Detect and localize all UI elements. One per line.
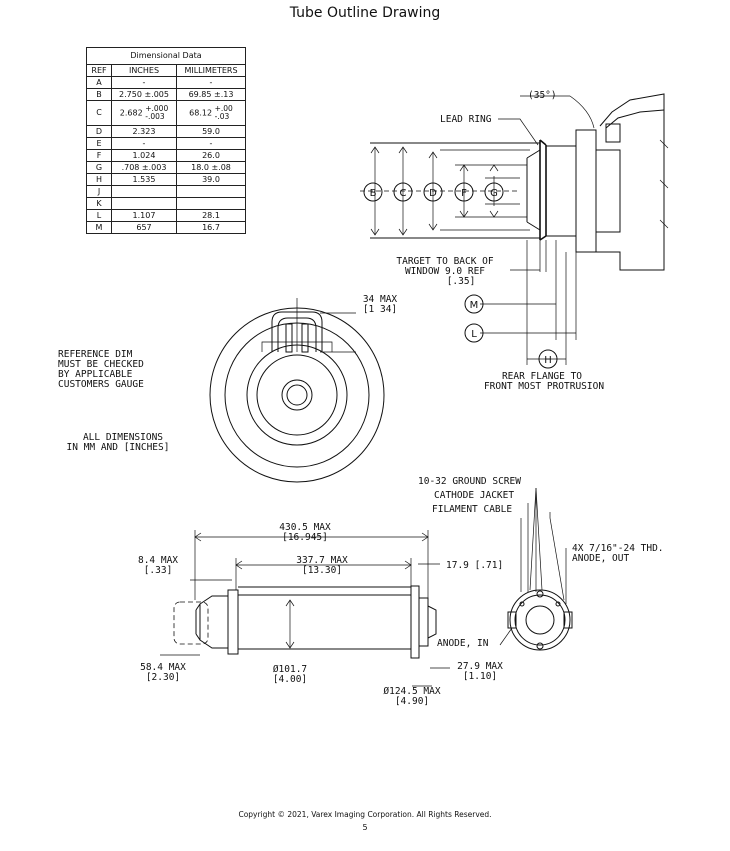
ring-b: B: [363, 182, 383, 202]
inches-cell: 2.682 +.000-.003: [111, 100, 177, 126]
ring-f: F: [454, 182, 474, 202]
page-title: Tube Outline Drawing: [289, 5, 441, 21]
target-label-2: WINDOW 9.0 REF: [405, 266, 485, 277]
tol-minus: -.003: [145, 112, 165, 121]
table-row: A--: [86, 76, 246, 89]
filament-cable-label: FILAMENT CABLE: [432, 504, 512, 515]
side-view-top: [360, 93, 669, 365]
ref-cell: C: [86, 100, 112, 126]
dim-27-9-1: 27.9 MAX: [457, 661, 503, 672]
ground-screw-label: 10-32 GROUND SCREW: [418, 476, 521, 487]
mm-cell: 18.0 ±.08: [176, 161, 246, 174]
all-dimensions-2: IN MM AND [INCHES]: [67, 442, 170, 453]
dimensional-data-table: Dimensional Data REF INCHES MILLIMETERS …: [86, 47, 246, 234]
svg-text:L: L: [471, 329, 477, 340]
dim-101-7-2: [4.00]: [273, 674, 307, 685]
copyright-text: Copyright © 2021, Varex Imaging Corporat…: [238, 810, 492, 819]
dim-101-7-1: Ø101.7: [273, 664, 307, 675]
dim-430-5-1: 430.5 MAX: [279, 522, 331, 533]
side-view-bottom: [160, 530, 450, 687]
dim-124-5-1: Ø124.5 MAX: [383, 686, 440, 697]
reference-dim-4: CUSTOMERS GAUGE: [58, 379, 144, 390]
all-dimensions-1: ALL DIMENSIONS: [83, 432, 163, 443]
dim-17-9: 17.9 [.71]: [446, 560, 503, 571]
tol-minus: -.03: [214, 112, 230, 121]
ring-g: G: [484, 182, 504, 202]
target-label-1: TARGET TO BACK OF: [396, 256, 494, 267]
lead-ring-label: LEAD RING: [440, 114, 492, 125]
reference-dim-1: REFERENCE DIM: [58, 349, 133, 360]
svg-text:C: C: [400, 188, 407, 199]
ring-c: C: [393, 182, 413, 202]
svg-text:F: F: [461, 188, 467, 199]
dim-8-4-2: [.33]: [144, 565, 173, 576]
svg-text:D: D: [429, 188, 437, 199]
dim-8-4-1: 8.4 MAX: [138, 555, 178, 566]
max-34-label-1: 34 MAX: [363, 294, 398, 305]
svg-text:G: G: [490, 188, 498, 199]
dim-58-4-2: [2.30]: [146, 672, 180, 683]
rear-flange-label-1: REAR FLANGE TO: [502, 371, 582, 382]
angle-label: (35°): [528, 90, 557, 101]
ring-l: L: [464, 323, 484, 343]
inches-base: 2.682: [119, 108, 143, 118]
inches-tolerance: +.000-.003: [145, 105, 168, 121]
svg-text:B: B: [370, 188, 377, 199]
ring-h: H: [538, 349, 558, 369]
tol-plus: +.000: [145, 104, 169, 113]
rear-flange-label-2: FRONT MOST PROTRUSION: [484, 381, 604, 392]
table-row: E--: [86, 137, 246, 150]
mm-cell: 16.7: [176, 221, 246, 234]
mm-tolerance: +.00-.03: [215, 105, 233, 121]
dim-124-5-2: [4.90]: [395, 696, 429, 707]
thread-label-2: ANODE, OUT: [572, 553, 629, 564]
end-view: [499, 487, 573, 651]
svg-text:H: H: [544, 355, 552, 366]
cathode-jacket-label: CATHODE JACKET: [434, 490, 514, 501]
table-row: C 2.682 +.000-.003 68.12 +.00-.03: [86, 100, 246, 126]
dim-337-7-1: 337.7 MAX: [296, 555, 348, 566]
svg-text:M: M: [470, 300, 479, 311]
dim-337-7-2: [13.30]: [302, 565, 342, 576]
mm-base: 68.12: [189, 108, 213, 118]
thread-label-1: 4X 7/16"-24 THD.: [572, 543, 664, 554]
dim-27-9-2: [1.10]: [463, 671, 497, 682]
dim-430-5-2: [16.945]: [282, 532, 328, 543]
page-number: 5: [362, 823, 368, 832]
max-34-label-2: [1 34]: [363, 304, 397, 315]
target-label-3: [.35]: [447, 276, 476, 287]
reference-dim-3: BY APPLICABLE: [58, 369, 133, 380]
ring-callouts: B C D F G M L H: [363, 182, 558, 369]
ring-d: D: [423, 182, 443, 202]
front-view: [209, 298, 385, 483]
anode-in-label: ANODE, IN: [437, 638, 489, 649]
dim-58-4-1: 58.4 MAX: [140, 662, 186, 673]
ring-m: M: [464, 294, 484, 314]
tol-plus: +.00: [214, 104, 233, 113]
table-row: K: [86, 197, 246, 210]
reference-dim-2: MUST BE CHECKED: [58, 359, 144, 370]
